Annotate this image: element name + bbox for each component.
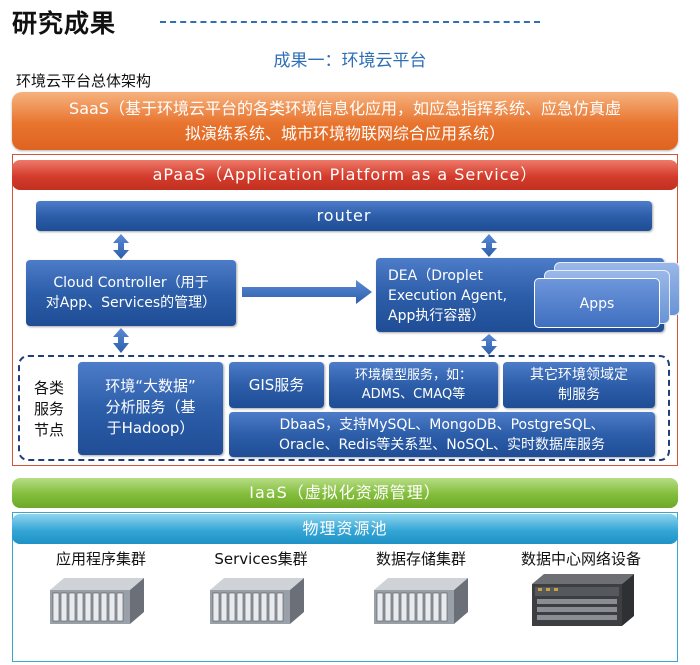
page-subtitle: 成果一：环境云平台 (273, 51, 427, 71)
router-box: router (36, 201, 652, 231)
bigdata-line-1: 环境“大数据” (105, 377, 196, 395)
other-line-1: 其它环境领域定 (530, 367, 628, 383)
dea-line-1: DEA（Droplet (388, 268, 483, 284)
page-title: 研究成果 (12, 9, 117, 38)
bigdata-service-box: 环境“大数据” 分析服务（基 于Hadoop） (78, 362, 223, 455)
apps-card: Apps (534, 278, 660, 328)
model-line-2: ADMS、CMAQ等 (361, 387, 466, 402)
dbaas-line-1: DbaaS，支持MySQL、MongoDB、PostgreSQL、 (279, 417, 605, 433)
cloud-controller-box: Cloud Controller（用于 对App、Services的管理） (26, 260, 236, 326)
dea-line-2: Execution Agent, (388, 288, 508, 304)
saas-line-1: SaaS（基于环境云平台的各类环境信息化应用，如应急指挥系统、应急仿真虚 (69, 99, 621, 118)
server-rack-icon (50, 578, 144, 624)
services-frame (18, 355, 670, 461)
iaas-layer: IaaS（虚拟化资源管理） (12, 478, 678, 508)
up-down-arrow-icon (481, 334, 497, 355)
server-rack-icon (210, 578, 304, 624)
dbaas-service-box: DbaaS，支持MySQL、MongoDB、PostgreSQL、 Oracle… (229, 412, 655, 457)
paas-header: aPaaS（Application Platform as a Service） (12, 160, 678, 190)
dea-line-3: App执行容器） (388, 308, 486, 324)
up-down-arrow-icon (113, 328, 129, 353)
physical-frame (12, 512, 678, 662)
saas-layer: SaaS（基于环境云平台的各类环境信息化应用，如应急指挥系统、应急仿真虚 拟演练… (12, 92, 678, 150)
up-down-arrow-icon (113, 234, 129, 259)
saas-line-2: 拟演练系统、城市环境物联网综合应用系统） (184, 124, 505, 143)
node-label-line-3: 节点 (33, 421, 64, 439)
other-line-2: 制服务 (558, 387, 600, 403)
architecture-label: 环境云平台总体架构 (16, 72, 152, 90)
network-device-icon (532, 574, 634, 626)
model-service-box: 环境模型服务，如： ADMS、CMAQ等 (329, 362, 498, 408)
server-rack-icon (374, 578, 468, 624)
dbaas-line-2: Oracle、Redis等关系型、NoSQL、实时数据库服务 (278, 437, 606, 453)
bigdata-line-2: 分析服务（基 (105, 398, 196, 416)
cluster-label-services: Services集群 (214, 550, 308, 568)
dea-label: DEA（Droplet Execution Agent, App执行容器） (388, 266, 528, 326)
node-label-line-2: 服务 (33, 400, 64, 418)
cluster-label-storage: 数据存储集群 (375, 550, 466, 568)
service-nodes-label: 各类 服务 节点 (24, 378, 74, 441)
node-label-line-1: 各类 (33, 379, 64, 397)
cloud-controller-line-1: Cloud Controller（用于 (53, 275, 209, 291)
physical-header: 物理资源池 (12, 514, 678, 544)
cloud-controller-line-2: 对App、Services的管理） (45, 295, 217, 311)
up-down-arrow-icon (481, 234, 497, 257)
gis-service-box: GIS服务 (229, 362, 324, 408)
bigdata-line-3: 于Hadoop） (106, 419, 195, 437)
model-line-1: 环境模型服务，如： (354, 368, 472, 383)
cluster-label-apps: 应用程序集群 (55, 550, 146, 568)
right-arrow-icon (242, 280, 372, 304)
cluster-label-network: 数据中心网络设备 (520, 550, 641, 568)
title-divider (160, 21, 540, 23)
other-service-box: 其它环境领域定 制服务 (503, 362, 655, 408)
